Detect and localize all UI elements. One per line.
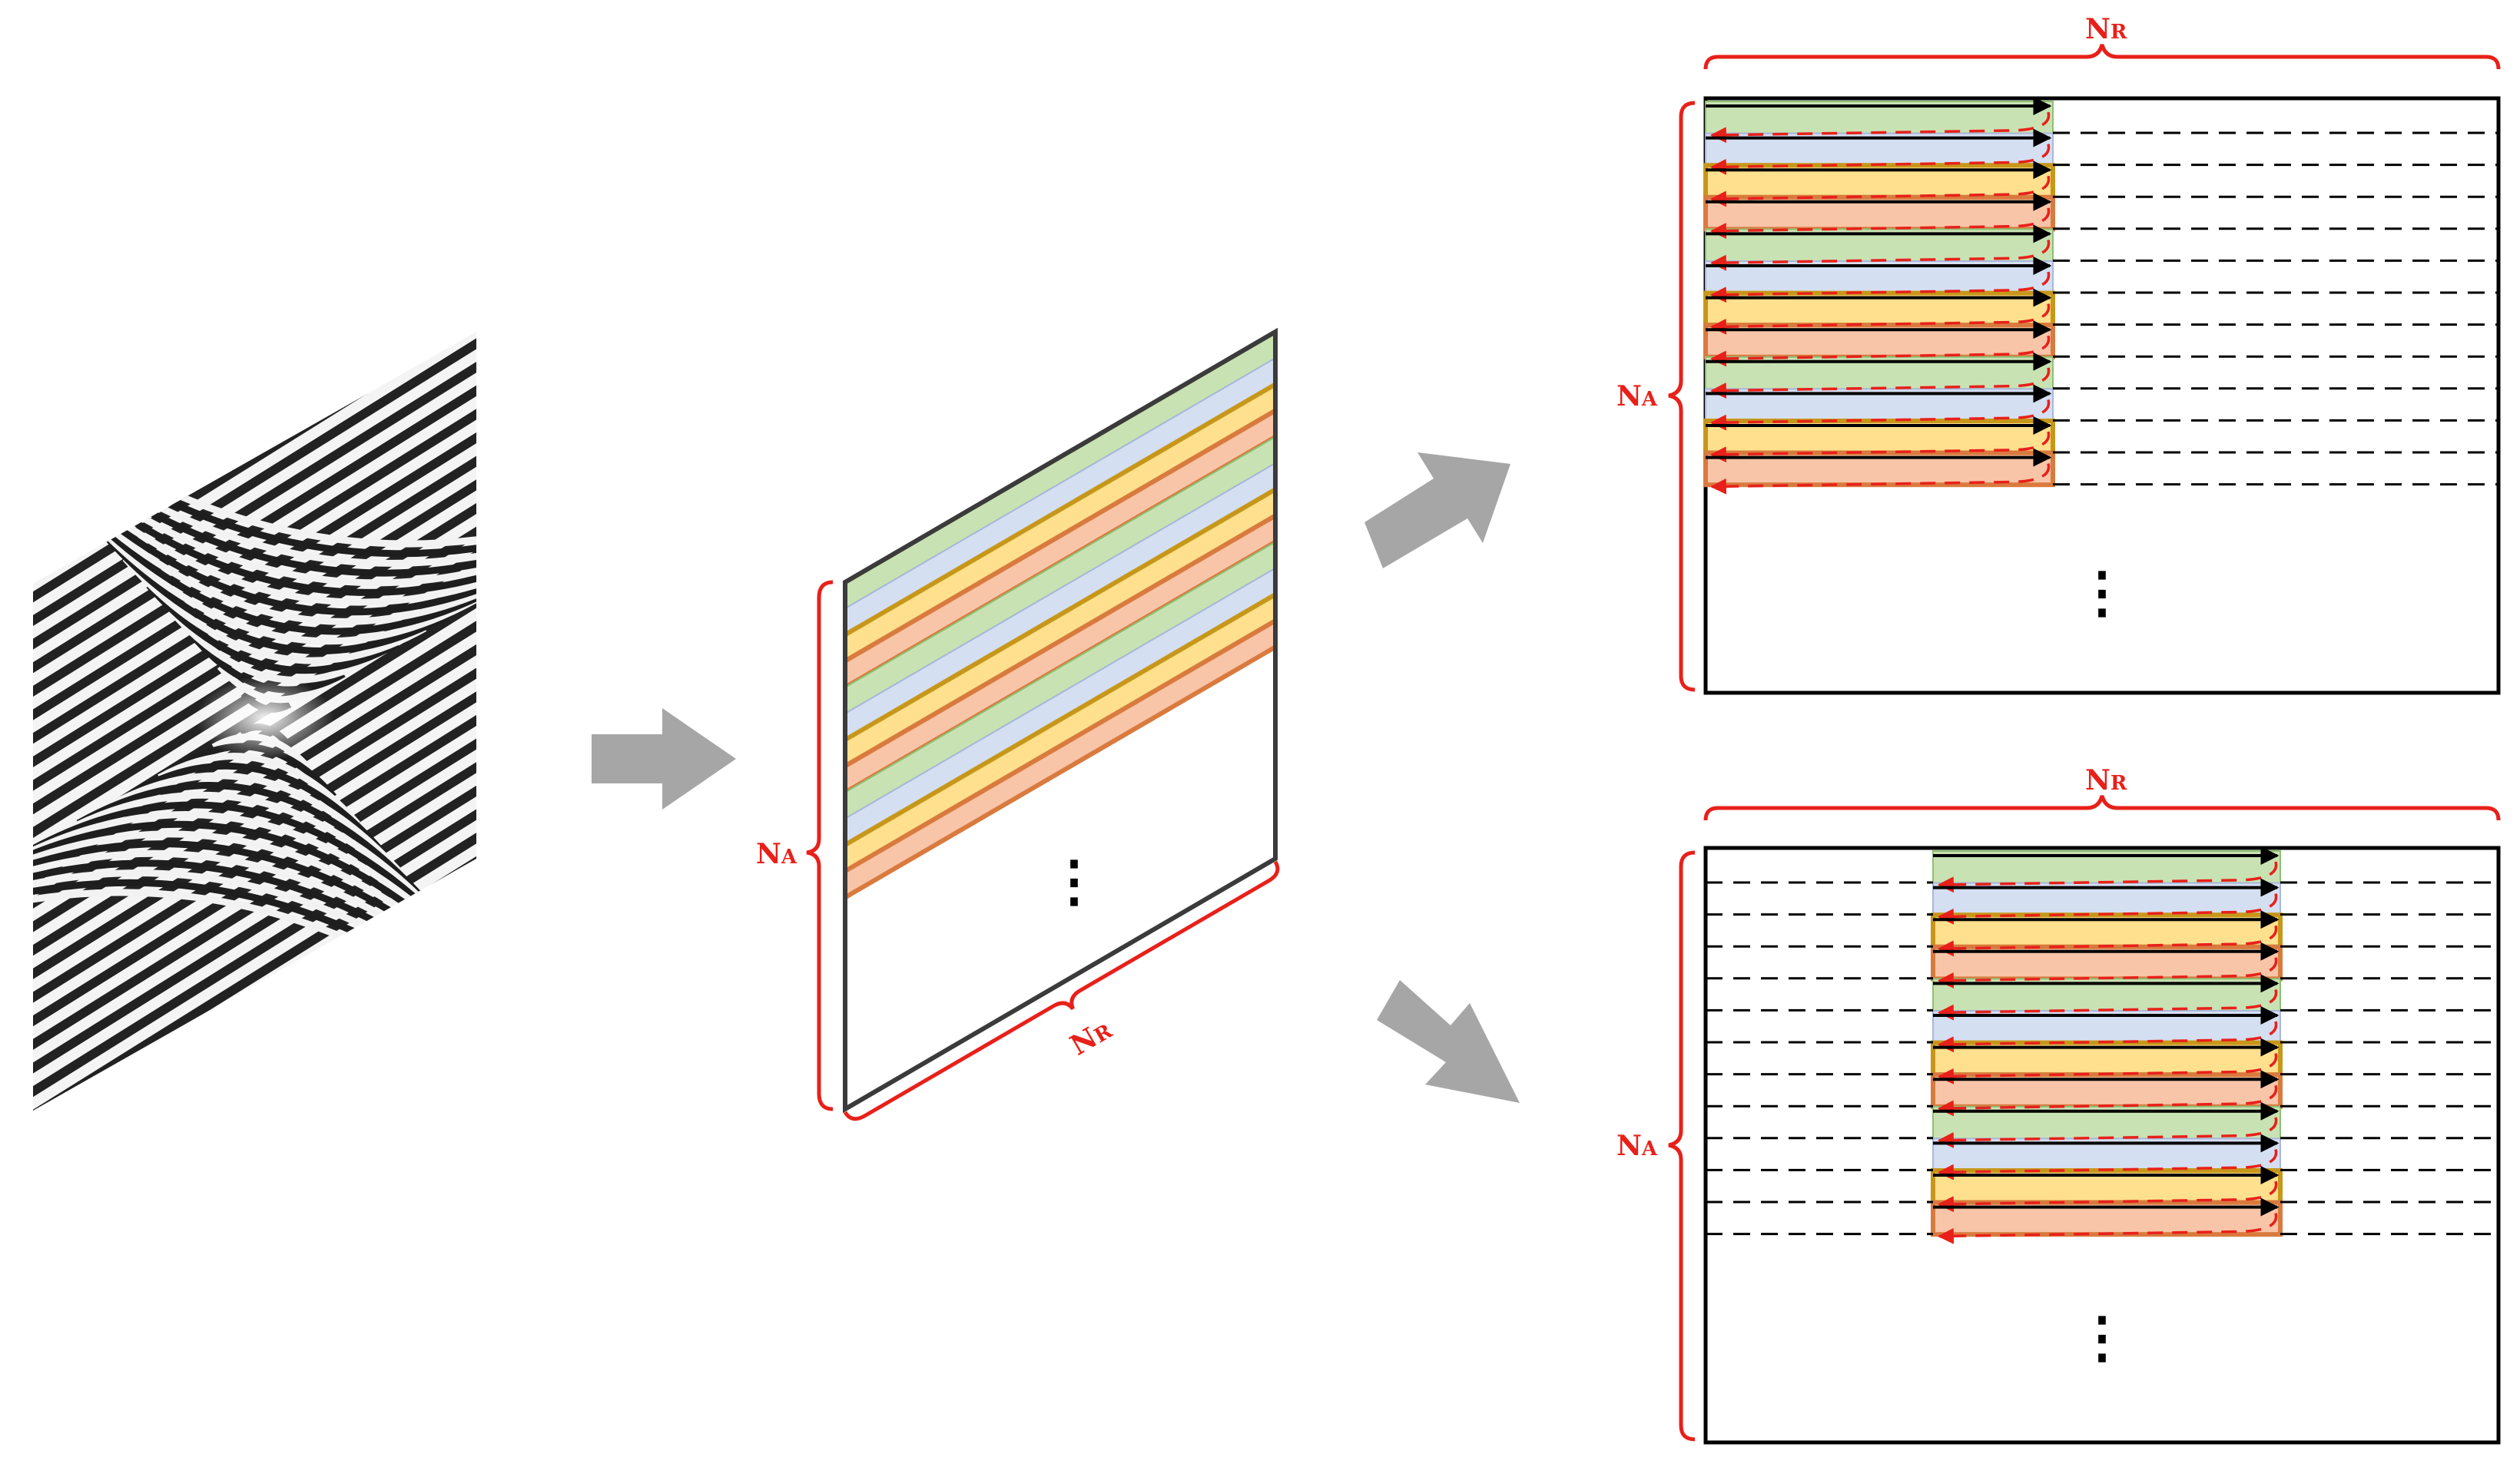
return-arrow <box>1709 399 2051 431</box>
fringe-curves <box>33 332 476 1111</box>
return-arrow <box>1709 303 2051 335</box>
nr-label-middle: NR <box>1065 1013 1118 1062</box>
return-arrow <box>1709 175 2051 207</box>
top-right-strips <box>1703 97 2498 495</box>
fringe-line <box>33 840 476 1070</box>
fringe-line <box>33 332 476 548</box>
curly-brace-icon <box>1703 795 2501 821</box>
return-arrow <box>1937 893 2278 925</box>
fringe-line <box>75 502 476 645</box>
nr-label-top: NR <box>2085 13 2127 45</box>
return-arrow <box>1709 111 2051 144</box>
curly-brace-icon <box>1668 101 1696 692</box>
ellipsis: ⋮ <box>2074 1304 2130 1369</box>
block-arrow-icon <box>592 708 736 810</box>
fringe-line <box>122 556 427 664</box>
fringe-line <box>33 859 476 1111</box>
fringe-line <box>33 332 476 577</box>
fringe-line <box>98 528 454 654</box>
curly-brace-icon <box>1703 44 2501 70</box>
fringe-line <box>130 762 384 853</box>
fringe-line <box>33 849 476 1097</box>
fringe-panel <box>33 332 476 1111</box>
nr-label-bottom: NR <box>2085 764 2127 796</box>
fringe-line <box>103 772 408 880</box>
ellipsis: ⋮ <box>2074 559 2130 624</box>
fringe-line <box>33 879 476 1111</box>
skewed-data-matrix: ⋮ <box>843 327 1278 1114</box>
fringe-line <box>146 583 400 674</box>
return-arrow <box>1937 988 2278 1021</box>
return-arrow <box>1937 957 2278 989</box>
fringe-line <box>33 332 476 558</box>
block-arrow-icon <box>1364 452 1510 568</box>
block-arrow-icon <box>1377 980 1520 1103</box>
return-arrow <box>1937 1117 2278 1149</box>
return-arrow <box>1709 335 2051 367</box>
return-arrow <box>1709 431 2051 463</box>
ellipsis: ⋮ <box>1046 848 1102 913</box>
return-arrow <box>1937 925 2278 957</box>
fringe-line <box>51 475 476 635</box>
na-label-middle: NA <box>756 838 797 870</box>
na-label-top: NA <box>1616 380 1658 412</box>
fringe-line <box>33 869 476 1111</box>
return-arrow <box>1709 271 2051 303</box>
return-arrow <box>1937 1085 2278 1117</box>
fringe-line <box>49 791 455 935</box>
na-label-bottom: NA <box>1616 1130 1658 1162</box>
fringe-line <box>33 889 476 1111</box>
return-arrow <box>1709 207 2051 240</box>
return-arrow <box>1937 1181 2278 1213</box>
bottom-right-panel: ⋮ <box>1703 846 2501 1445</box>
fringe-line <box>33 332 476 567</box>
return-arrow <box>1709 463 2051 495</box>
curly-brace-icon <box>806 580 834 1111</box>
return-arrow <box>1937 1021 2278 1053</box>
bottom-right-strips <box>1706 846 2498 1244</box>
top-right-panel: ⋮ <box>1703 96 2501 695</box>
return-arrow <box>1937 861 2278 893</box>
curly-brace-icon <box>1668 850 1696 1442</box>
return-arrow <box>1937 1213 2278 1244</box>
matrix-outline <box>843 327 1278 1114</box>
return-arrow <box>1709 239 2051 271</box>
return-arrow <box>1709 367 2051 399</box>
skewed-stripes <box>843 330 1278 902</box>
return-arrow <box>1937 1148 2278 1181</box>
return-arrow <box>1709 144 2051 175</box>
curly-brace-icon <box>843 860 1280 1121</box>
fringe-line <box>76 782 432 908</box>
return-arrow <box>1937 1053 2278 1085</box>
